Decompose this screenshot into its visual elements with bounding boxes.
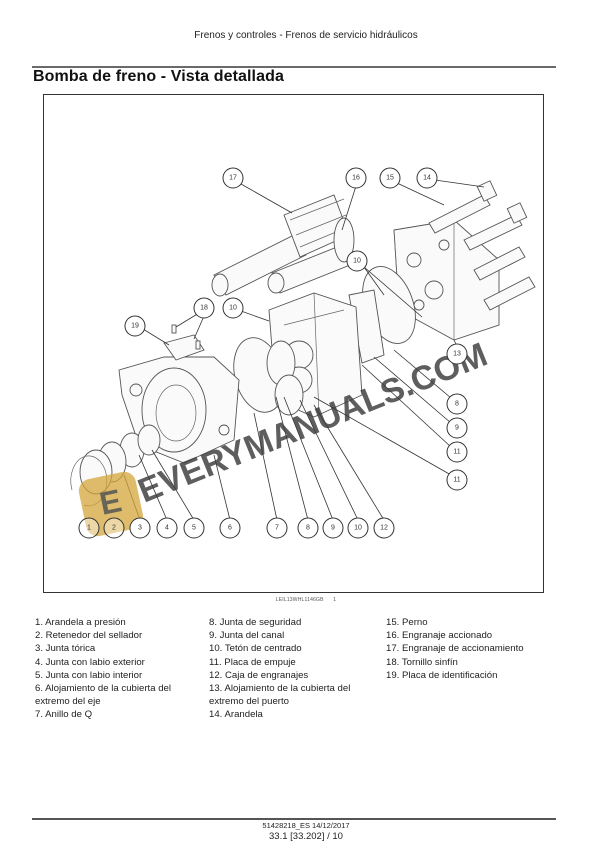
callout-16: 16	[345, 167, 367, 189]
legend-item: 15. Perno	[386, 617, 428, 628]
callout-11-lower: 11	[446, 469, 468, 491]
callout-15: 15	[379, 167, 401, 189]
callouts: 17 16 15 14 10 18 10 19 13 8 9 11 11 1 2…	[78, 167, 468, 539]
legend-column-2: 8. Junta de seguridad 9. Junta del canal…	[209, 616, 374, 722]
svg-text:3: 3	[138, 525, 142, 532]
svg-text:12: 12	[380, 525, 388, 532]
figure-code: LEIL13WHL1146GB	[275, 597, 324, 603]
legend-item: 9. Junta del canal	[209, 630, 285, 642]
svg-text:1: 1	[87, 525, 91, 532]
svg-text:9: 9	[455, 425, 459, 432]
callout-4: 4	[156, 517, 178, 539]
callout-17: 17	[222, 167, 244, 189]
callout-10-upper: 10	[346, 250, 368, 272]
running-header: Frenos y controles - Frenos de servicio …	[194, 30, 418, 41]
identification-plate-illustration	[163, 324, 205, 361]
svg-text:10: 10	[229, 305, 237, 312]
callout-19: 19	[124, 315, 146, 337]
legend-item: 13. Alojamiento de la cubierta del extre…	[209, 683, 351, 708]
drive-gear-illustration	[211, 194, 350, 297]
svg-text:2: 2	[112, 525, 116, 532]
svg-text:15: 15	[386, 175, 394, 182]
figure-number: 1	[333, 597, 337, 603]
footer-page-reference: 33.1 [33.202] / 10	[269, 831, 343, 842]
legend-item: 7. Anillo de Q	[35, 709, 93, 721]
svg-text:11: 11	[453, 449, 460, 456]
legend-item: 12. Caja de engranajes	[209, 669, 309, 681]
legend-item: 18. Tornillo sinfín	[386, 656, 458, 668]
legend-column-3: 15. Perno 16. Engranaje accionado 17. En…	[386, 616, 556, 682]
legend-item: 14. Arandela	[209, 709, 263, 721]
svg-text:9: 9	[331, 525, 335, 532]
legend-item: 11. Placa de empuje	[209, 656, 296, 668]
leader-lines	[123, 179, 485, 521]
thrust-plate-illustration	[348, 266, 416, 364]
legend-item: 10. Tetón de centrado	[209, 643, 302, 655]
legend-item: 3. Junta tórica	[35, 643, 96, 655]
legend-item: 1. Arandela a presión	[35, 617, 126, 628]
svg-text:10: 10	[353, 258, 361, 265]
svg-text:18: 18	[200, 305, 208, 312]
callout-8-bottom: 8	[297, 517, 319, 539]
callout-1: 1	[78, 517, 100, 539]
legend-item: 6. Alojamiento de la cubierta del extrem…	[35, 683, 171, 708]
legend-item: 4. Junta con labio exterior	[35, 656, 145, 668]
legend-item: 5. Junta con labio interior	[35, 669, 143, 681]
svg-text:14: 14	[423, 175, 431, 182]
svg-text:13: 13	[453, 351, 461, 358]
callout-13: 13	[446, 343, 468, 365]
svg-text:8: 8	[455, 401, 459, 408]
legend-item: 17. Engranaje de accionamiento	[386, 643, 524, 655]
legend-item: 8. Junta de seguridad	[209, 617, 302, 628]
seal-rings-illustration	[233, 337, 304, 416]
legend-item: 16. Engranaje accionado	[386, 630, 493, 642]
callout-10-bottom: 10	[347, 517, 369, 539]
footer-doc-id: 51428218_ES 14/12/2017	[262, 821, 350, 830]
svg-text:10: 10	[354, 525, 362, 532]
page-title: Bomba de freno - Vista detallada	[33, 68, 284, 85]
svg-text:16: 16	[352, 175, 360, 182]
legend-item: 19. Placa de identificación	[386, 669, 498, 681]
footer-rule	[32, 818, 556, 820]
callout-8-right: 8	[446, 393, 468, 415]
svg-text:11: 11	[453, 477, 460, 484]
callout-12: 12	[373, 517, 395, 539]
svg-text:17: 17	[229, 175, 237, 182]
callout-6: 6	[219, 517, 241, 539]
callout-9-bottom: 9	[322, 517, 344, 539]
bolts-illustration	[428, 180, 536, 311]
callout-7: 7	[266, 517, 288, 539]
callout-11-upper: 11	[446, 441, 468, 463]
svg-text:8: 8	[306, 525, 310, 532]
svg-text:6: 6	[228, 525, 232, 532]
svg-text:4: 4	[165, 525, 169, 532]
legend-column-1: 1. Arandela a presión 2. Retenedor del s…	[35, 616, 195, 722]
callout-9-right: 9	[446, 417, 468, 439]
svg-text:5: 5	[192, 525, 196, 532]
callout-10-left: 10	[222, 297, 244, 319]
callout-2: 2	[103, 517, 125, 539]
callout-18: 18	[193, 297, 215, 319]
svg-text:7: 7	[275, 525, 279, 532]
figure-caption: LEIL13WHL1146GB 1	[0, 597, 612, 603]
legend-item: 2. Retenedor del sellador	[35, 630, 143, 642]
brake-pump-exploded-diagram: E EVERYMANUALS.COM 17 16 15 14 10 18 10 …	[70, 167, 536, 539]
exploded-view-figure: E EVERYMANUALS.COM 17 16 15 14 10 18 10 …	[43, 94, 544, 593]
callout-5: 5	[183, 517, 205, 539]
svg-text:19: 19	[131, 323, 139, 330]
title-rule	[32, 66, 556, 68]
callout-3: 3	[129, 517, 151, 539]
callout-14: 14	[416, 167, 438, 189]
